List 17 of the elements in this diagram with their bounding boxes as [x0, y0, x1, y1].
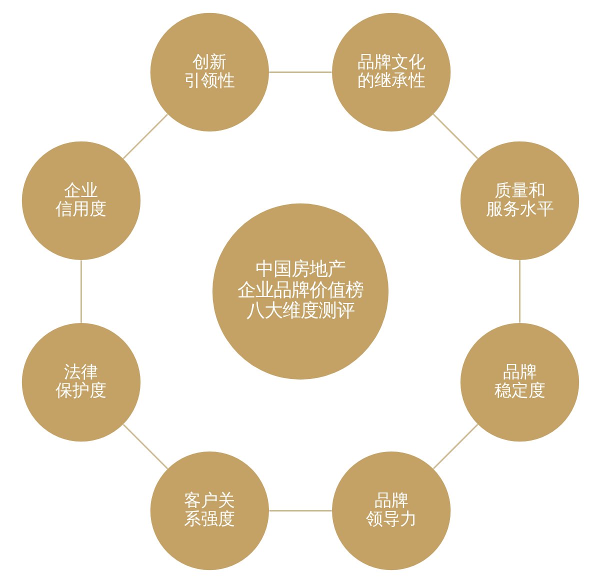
connector: [268, 510, 332, 512]
node-circle: 创新引领性: [150, 12, 268, 132]
connector: [268, 71, 332, 73]
connector: [518, 260, 520, 323]
node-circle: 中国房地产企业品牌价值榜 八大维度测评: [212, 203, 388, 380]
node-circle: 法律保护度: [21, 323, 140, 442]
connector: [80, 260, 82, 323]
node-circle: 品牌领导力: [332, 451, 450, 570]
connector: [432, 424, 478, 470]
connector: [432, 114, 478, 160]
connector: [122, 424, 168, 470]
node-circle: 客户关系强度: [150, 451, 268, 570]
node-circle: 企业信用度: [21, 141, 140, 260]
node-circle: 质量和服务水平: [460, 141, 579, 260]
node-circle: 品牌稳定度: [460, 323, 579, 442]
node-circle: 品牌文化的继承性: [332, 12, 450, 132]
connector: [122, 114, 168, 160]
